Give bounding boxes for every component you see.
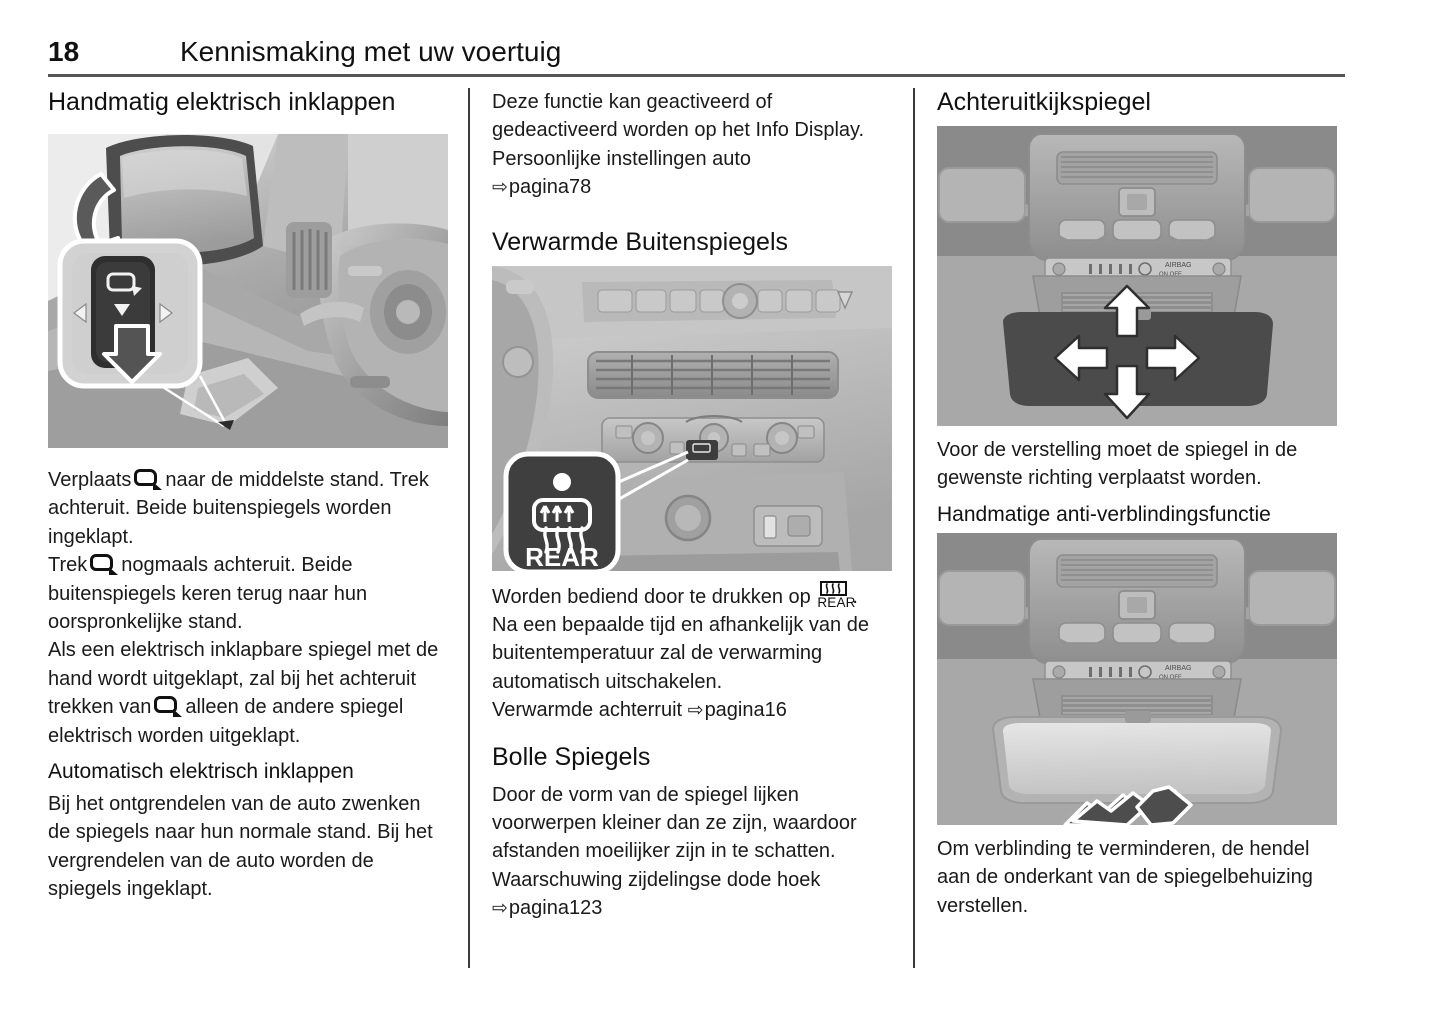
airbag-label-top: AIRBAG — [1165, 262, 1191, 269]
column-one: Handmatig elektrisch inklappen — [48, 88, 448, 904]
paragraph-mirror-adjustment: Voor de verstelling moet de spiegel in d… — [937, 439, 1298, 490]
header-rule — [48, 74, 1345, 77]
paragraph-personal-settings: Persoonlijke instellingen auto — [492, 147, 752, 170]
paragraph-convex-description: Door de vorm van de spiegel lijken voorw… — [492, 783, 857, 863]
mirror-icon — [154, 696, 183, 718]
mirror-icon — [134, 469, 163, 490]
heading-rearview-mirror: Achteruitkijkspiegel — [937, 88, 1151, 116]
reference-heated-rear-window: Verwarmde achterruit ⇨pagina16 — [492, 696, 892, 724]
text-fragment: nogmaals achteruit. Beide buitenspiegels… — [48, 554, 368, 633]
reference-text: Verwarmde achterruit — [492, 699, 683, 722]
reference-pagina78: ⇨pagina78 — [492, 173, 892, 201]
reference-label: pagina78 — [508, 176, 592, 199]
text-fragment: Worden bediend door te drukken op — [492, 585, 811, 608]
column-two: Deze functie kan geactiveerd of gedeacti… — [492, 88, 892, 922]
rear-callout-label: REAR — [525, 542, 599, 571]
text-fragment: alleen de andere spiegel elektrisch word… — [48, 696, 404, 747]
text-fragment: . — [852, 585, 858, 608]
paragraph-rear-defrost-operation: Worden bediend door te drukken op REAR . — [492, 580, 892, 611]
text-fragment: Trek — [48, 554, 88, 577]
airbag-label-bottom: ON OFF — [1159, 675, 1182, 681]
airbag-label-bottom: ON OFF — [1159, 272, 1182, 278]
mirror-icon — [90, 554, 119, 576]
reference-pagina123: ⇨pagina123 — [492, 894, 892, 922]
reference-label: pagina123 — [508, 897, 603, 920]
rear-defrost-icon: REAR — [817, 580, 856, 611]
page-number: 18 — [48, 36, 80, 67]
reference-text: Waarschuwing zijdelingse dode hoek — [492, 868, 821, 891]
heading-automatic-electric-folding: Automatisch elektrisch inklappen — [48, 759, 354, 783]
text-fragment: Verplaats — [48, 469, 132, 491]
figure-mirror-control-switch — [48, 126, 448, 448]
reference-blind-spot-warning: Waarschuwing zijdelingse dode hoek — [492, 866, 892, 894]
rear-defrost-icon-label: REAR — [817, 594, 856, 610]
defrost-waves-icon — [825, 582, 841, 594]
figure-rearview-mirror-adjust: AIRBAG ON OFF — [937, 126, 1337, 426]
page-header: 18 Kennismaking met uw voertuig — [48, 36, 1345, 76]
paragraph-auto-switch-off: Na een bepaalde tijd en afhankelijk van … — [492, 613, 869, 693]
heading-convex-mirrors: Bolle Spiegels — [492, 742, 651, 771]
antiglare-svg: AIRBAG ON OFF — [937, 532, 1337, 825]
paragraph-antiglare-description: Om verblinding te verminderen, de hendel… — [937, 837, 1313, 917]
paragraph-manual-unfold: Als een elektrisch inklapbare spiegel me… — [48, 636, 448, 750]
center-console-svg: REAR — [492, 265, 892, 571]
paragraph-auto-fold-description: Bij het ontgrendelen van de auto zwenken… — [48, 793, 433, 901]
page-reference-arrow-icon: ⇨ — [492, 177, 508, 199]
heading-heated-exterior-mirrors: Verwarmde Buitenspiegels — [492, 227, 788, 256]
text-fragment: naar de middelste stand. Trek achteruit.… — [48, 469, 429, 548]
rearview-adjust-svg: AIRBAG ON OFF — [937, 126, 1337, 426]
column-divider-2 — [913, 88, 915, 968]
column-three: Achteruitkijkspiegel — [937, 88, 1345, 920]
mirror-switch-svg — [48, 126, 448, 448]
page-reference-arrow-icon: ⇨ — [687, 700, 704, 722]
column-divider-1 — [468, 88, 470, 968]
paragraph-info-display: Deze functie kan geactiveerd of gedeacti… — [492, 91, 865, 142]
airbag-label-top: AIRBAG — [1165, 665, 1191, 672]
page-reference-arrow-icon: ⇨ — [492, 898, 508, 920]
figure-center-console: REAR — [492, 265, 892, 571]
page-title: Kennismaking met uw voertuig — [180, 36, 562, 67]
heading-manual-electric-folding: Handmatig elektrisch inklappen — [48, 88, 396, 116]
text-fragment: Als een elektrisch inklapbare spiegel me… — [48, 639, 439, 719]
heading-manual-antiglare: Handmatige anti-verblindingsfunctie — [937, 502, 1271, 526]
figure-rearview-mirror-antiglare: AIRBAG ON OFF — [937, 532, 1337, 825]
reference-label: pagina16 — [704, 699, 787, 722]
